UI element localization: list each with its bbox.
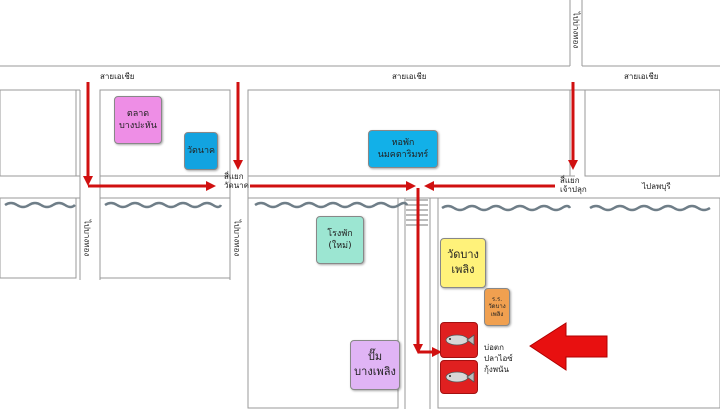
fish-pond-marker-bottom[interactable] (440, 360, 478, 394)
top-vertical-road-label: ไปบ่างทอง (571, 11, 581, 49)
canal-segment-5 (589, 204, 711, 212)
gas-station-box[interactable]: ปั๊ม บางเพลิง (350, 340, 400, 390)
top-vertical-road (569, 0, 583, 66)
canal-segment-2 (104, 201, 223, 209)
school-box[interactable]: ร.ร. วัดบาง เพลิง (484, 288, 510, 326)
fish-pond-label: บ่อตก ปลาไอซ์ กุ้งพนัน (484, 343, 513, 374)
center-vertical-road-label: ไปบางทอง (232, 219, 242, 257)
canal-segment-4 (441, 204, 572, 212)
canal-segment-3 (254, 201, 409, 209)
auditorium-box[interactable]: หอพัก นมคตาริมทร์ (368, 130, 438, 168)
big-left-arrow-icon (529, 322, 608, 371)
block-6 (99, 197, 231, 279)
block-5 (0, 197, 77, 279)
junction-chao-pluk-label: สี่แยก เจ้าปลุก (560, 176, 587, 195)
left-vertical-road-label: ไปบางทอง (82, 219, 92, 257)
asia-highway-label-left: สายเอเชีย (100, 72, 135, 81)
center-vertical-road (229, 90, 249, 280)
junction-wat-nak-label: สี่แยก วัดนาค (224, 172, 249, 191)
lopburi-road-label: ไปลพบุรี (642, 182, 671, 191)
block-8 (437, 197, 720, 409)
asia-highway-label-right: สายเอเชีย (624, 72, 659, 81)
wat-bang-phloeng-box[interactable]: วัดบาง เพลิง (440, 238, 486, 288)
fish-icon (445, 334, 475, 346)
canal (4, 201, 711, 212)
police-station-box[interactable]: โรงพัก (ใหม่) (316, 216, 364, 264)
block-7 (247, 197, 399, 409)
block-4 (584, 89, 720, 177)
asia-highway-label-center: สายเอเชีย (392, 72, 427, 81)
lane-road (404, 198, 431, 409)
fish-icon (445, 371, 475, 383)
fish-pond-marker-top[interactable] (440, 322, 478, 358)
route-arrows (83, 82, 578, 357)
canal-segment-1 (4, 201, 76, 209)
block-1 (0, 89, 77, 177)
market-box[interactable]: ตลาด บางปะหัน (114, 96, 162, 144)
wat-nak-box[interactable]: วัดนาค (184, 132, 218, 170)
